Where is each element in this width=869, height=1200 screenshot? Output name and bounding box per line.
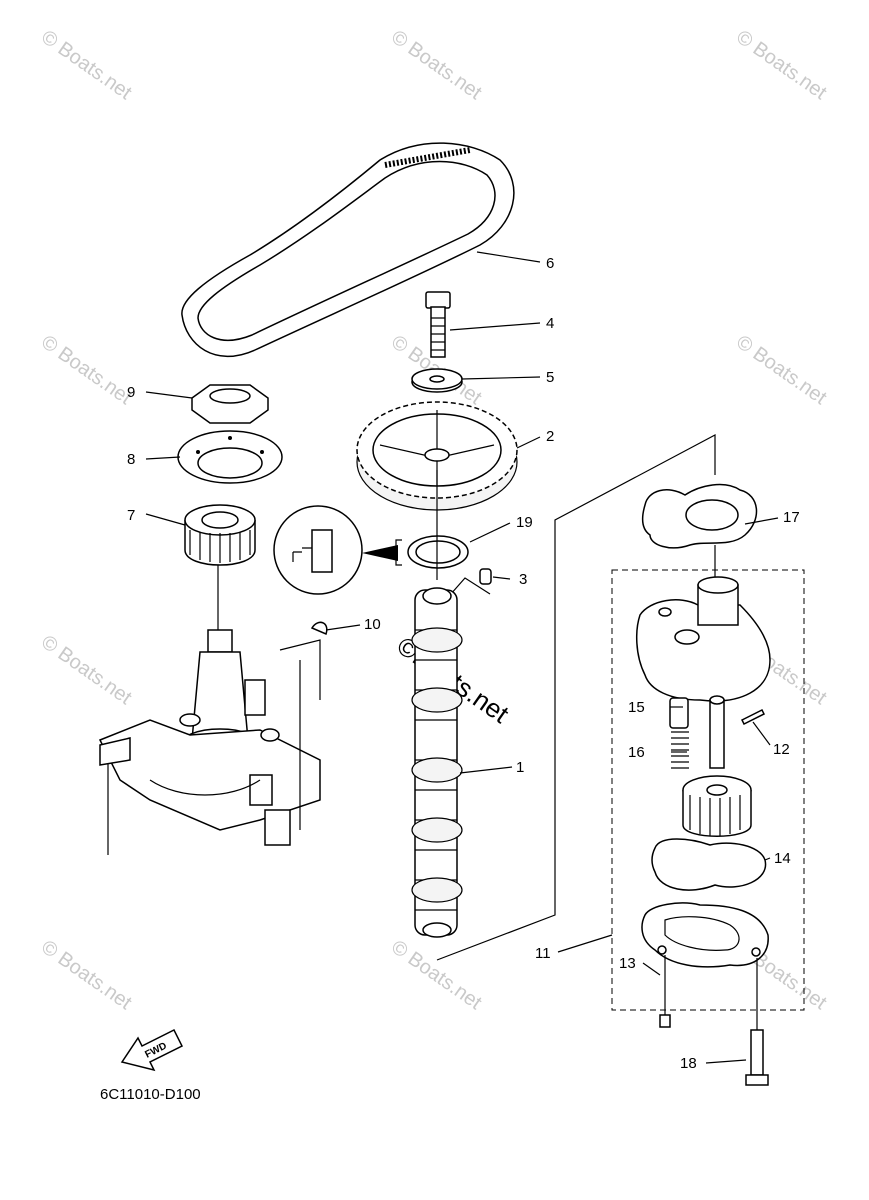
- timing-belt: [181, 142, 515, 358]
- oil-pump-body: [635, 576, 771, 702]
- crankshaft-block: [98, 629, 321, 855]
- watermark: © Boats.net: [37, 26, 136, 104]
- pump-shaft: [709, 695, 766, 769]
- callout-8: 8: [127, 451, 135, 468]
- washer: [411, 368, 463, 393]
- watermark: © Boats.net: [37, 631, 136, 709]
- pump-cover: [641, 902, 769, 968]
- callout-17: 17: [783, 509, 800, 526]
- oil-pump-group-box: [611, 569, 805, 1011]
- pin: [479, 568, 492, 585]
- callout-6: 6: [546, 255, 554, 272]
- callout-9: 9: [127, 384, 135, 401]
- watermark: © Boats.net: [387, 26, 486, 104]
- callout-13: 13: [619, 955, 636, 972]
- watermark: © Boats.net: [387, 936, 486, 1014]
- key: [310, 621, 328, 636]
- assembly-line: [436, 434, 716, 961]
- callout-11: 11: [535, 945, 551, 962]
- callout-16: 16: [628, 744, 645, 761]
- o-ring: [651, 838, 767, 891]
- callout-2: 2: [546, 428, 554, 445]
- callout-15: 15: [628, 699, 645, 716]
- callout-19: 19: [516, 514, 533, 531]
- callout-5: 5: [546, 369, 554, 386]
- callout-18: 18: [680, 1055, 697, 1072]
- watermark: © Boats.net: [37, 936, 136, 1014]
- watermark: © Boats.net: [732, 331, 831, 409]
- watermark: © Boats.net: [37, 331, 136, 409]
- oil-seal: [407, 535, 469, 569]
- rotor-gear: [682, 775, 752, 837]
- callout-14: 14: [774, 850, 791, 867]
- camshaft-pulley: [356, 401, 518, 511]
- gasket: [641, 483, 758, 549]
- callout-12: 12: [773, 741, 790, 758]
- leader-lines: [145, 251, 779, 1064]
- fwd-arrow-icon: FWD: [120, 1028, 184, 1072]
- callout-4: 4: [546, 315, 554, 332]
- bolt: [745, 958, 769, 1086]
- plate: [177, 430, 283, 484]
- nut: [191, 384, 269, 424]
- spring: [671, 731, 689, 769]
- plunger: [669, 697, 689, 729]
- watermark: © Boats.net: [732, 26, 831, 104]
- callout-7: 7: [127, 507, 135, 524]
- callouts: 1 2 3 4 5 6 7 8 9 10 11 12 13 14 15 16 1…: [127, 255, 800, 1072]
- callout-1: 1: [516, 759, 524, 776]
- diagram-code: 6C11010-D100: [100, 1086, 201, 1103]
- bolt: [425, 291, 451, 358]
- detail-circle: [273, 505, 402, 595]
- callout-10: 10: [364, 616, 381, 633]
- callout-3: 3: [519, 571, 527, 588]
- screw: [659, 955, 671, 1028]
- camshaft: [411, 587, 463, 938]
- drive-gear: [184, 504, 256, 566]
